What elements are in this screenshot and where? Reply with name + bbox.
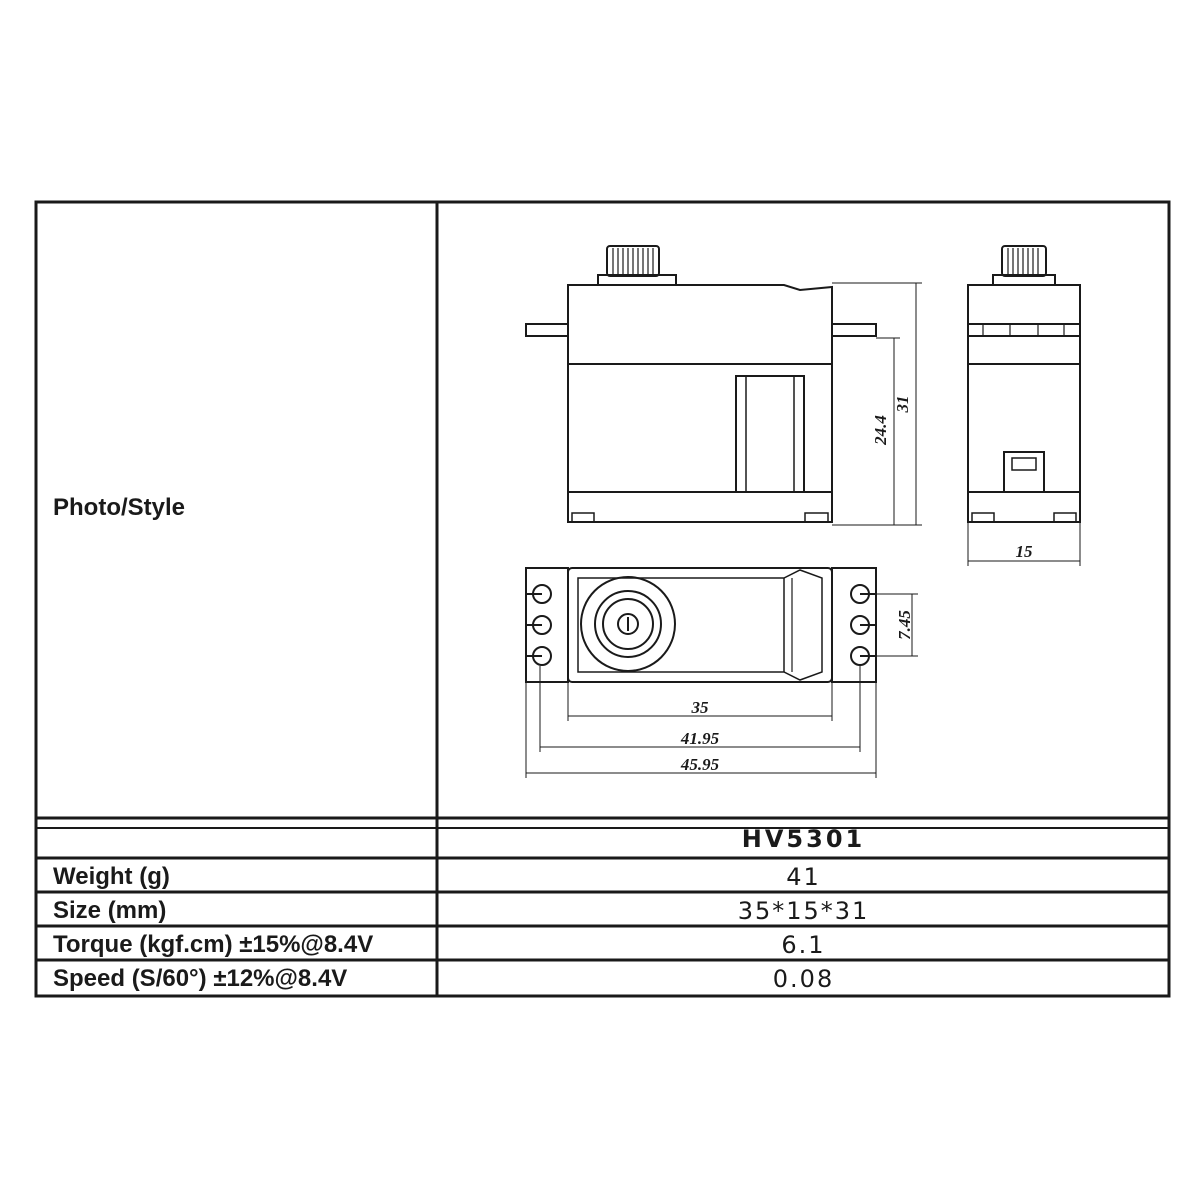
servo-top-view xyxy=(525,567,877,683)
dimension-lines xyxy=(525,282,1081,778)
spec-table-grid xyxy=(34,200,1171,998)
spec-label-weight: Weight (g) xyxy=(53,863,170,890)
spec-value-size: 35*15*31 xyxy=(737,897,870,925)
spec-label-speed: Speed (S/60°) ±12%@8.4V xyxy=(53,965,348,992)
spec-label-torque: Torque (kgf.cm) ±15%@8.4V xyxy=(53,931,374,958)
dim-length-mount: 41.95 xyxy=(680,729,720,748)
dim-offset: 7.45 xyxy=(895,610,914,640)
servo-front-view xyxy=(525,245,877,523)
dim-height-body: 24.4 xyxy=(871,415,890,446)
dim-width-side: 15 xyxy=(1016,542,1034,561)
spec-value-speed: 0.08 xyxy=(772,965,835,993)
dimension-labels: 31 24.4 15 7.45 35 41.95 45.95 xyxy=(680,396,1033,775)
servo-side-view xyxy=(967,245,1081,523)
model-name: HV5301 xyxy=(741,825,866,853)
spec-value-torque: 6.1 xyxy=(781,931,826,959)
spec-value-weight: 41 xyxy=(786,863,821,891)
dim-length-body: 35 xyxy=(691,698,710,717)
dim-length-total: 45.95 xyxy=(680,755,720,774)
spec-label-size: Size (mm) xyxy=(53,897,167,924)
photo-style-label: Photo/Style xyxy=(53,494,186,521)
dim-height-total: 31 xyxy=(893,396,912,414)
